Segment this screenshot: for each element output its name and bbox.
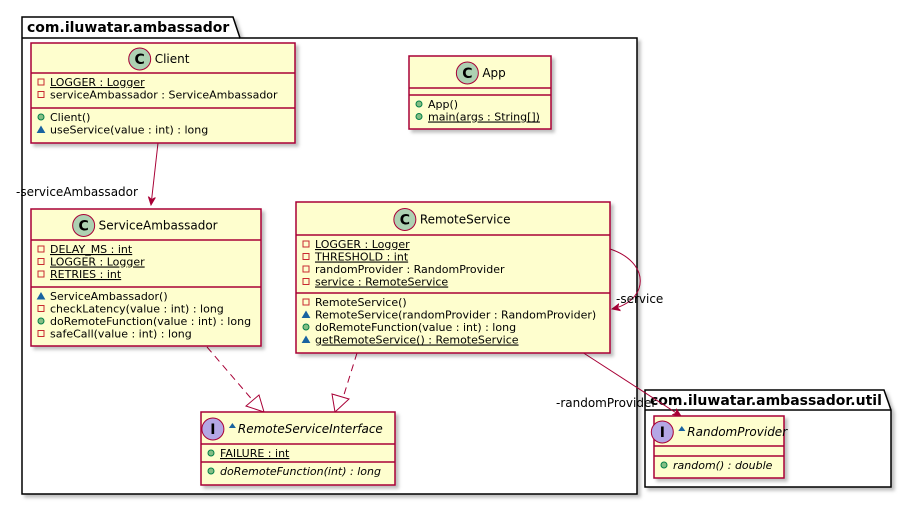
class-box — [295, 201, 611, 354]
public-visibility-icon — [302, 323, 310, 331]
method: doRemoteFunction(value : int) : long — [50, 315, 251, 328]
badge-letter: I — [660, 425, 665, 441]
field: service : RemoteService — [315, 276, 448, 289]
interface-badge-icon — [201, 417, 225, 441]
realization-arrowhead-2 — [331, 393, 350, 413]
class-box — [408, 55, 552, 130]
class-name: App — [482, 66, 505, 80]
private-visibility-icon — [37, 258, 45, 265]
edge-remoteservice-self — [609, 248, 641, 309]
package-visibility-icon — [301, 310, 311, 318]
private-visibility-icon — [37, 330, 45, 337]
class-badge-icon — [393, 208, 417, 231]
badge-letter: C — [462, 66, 472, 82]
badge-letter: C — [400, 213, 410, 229]
public-visibility-icon — [415, 113, 423, 120]
package-util-title: com.iluwatar.ambassador.util — [650, 393, 882, 409]
edges: -serviceAmbassador -service -randomProvi… — [16, 142, 681, 416]
class-name: RemoteServiceInterface — [238, 422, 383, 436]
field: randomProvider : RandomProvider — [315, 263, 505, 276]
method: useService(value : int) : long — [50, 124, 208, 137]
badge-letter: C — [135, 52, 145, 68]
method: RemoteService(randomProvider : RandomPro… — [315, 309, 596, 322]
edge-remoteservice-realizes — [341, 352, 358, 402]
field: LOGGER : Logger — [50, 76, 145, 89]
field: THRESHOLD : int — [314, 251, 409, 264]
edge-label-random-provider: -randomProvider — [556, 396, 656, 410]
method: ServiceAmbassador() — [50, 290, 168, 303]
method: RemoteService() — [315, 296, 407, 309]
public-visibility-icon — [660, 461, 668, 469]
class-random-provider: I RandomProvider random() : double — [650, 415, 788, 479]
field: LOGGER : Logger — [50, 256, 145, 269]
method: doRemoteFunction(value : int) : long — [315, 321, 516, 334]
edge-label-service-ambassador: -serviceAmbassador — [16, 185, 138, 199]
class-name: RandomProvider — [687, 425, 788, 439]
class-box — [200, 411, 396, 486]
public-visibility-icon — [37, 113, 45, 121]
public-visibility-icon — [37, 317, 45, 325]
edge-serviceambassador-realizes — [206, 346, 256, 404]
package-visibility-icon — [228, 423, 236, 428]
package-visibility-icon — [678, 426, 686, 431]
private-visibility-icon — [302, 298, 310, 306]
method: main(args : String[]) — [428, 111, 540, 124]
class-name: RemoteService — [420, 213, 511, 227]
field: serviceAmbassador : ServiceAmbassador — [50, 89, 278, 102]
method: random() : double — [673, 459, 773, 472]
method: getRemoteService() : RemoteService — [315, 334, 519, 347]
class-box — [30, 42, 296, 144]
private-visibility-icon — [37, 91, 45, 98]
private-visibility-icon — [302, 240, 310, 248]
interface-badge-icon — [650, 420, 674, 444]
class-badge-icon — [72, 214, 96, 237]
class-badge-icon — [455, 61, 479, 85]
public-visibility-icon — [207, 449, 215, 457]
field: RETRIES : int — [50, 268, 122, 281]
class-box — [30, 208, 262, 347]
private-visibility-icon — [37, 78, 45, 86]
edge-remoteservice-randomprovider — [581, 351, 681, 416]
class-name: Client — [155, 52, 190, 66]
method: Client() — [50, 111, 90, 124]
package-visibility-icon — [36, 125, 46, 133]
private-visibility-icon — [37, 270, 45, 278]
method: doRemoteFunction(int) : long — [220, 465, 381, 478]
private-visibility-icon — [302, 253, 310, 260]
public-visibility-icon — [207, 467, 215, 475]
package-visibility-icon — [36, 292, 46, 300]
class-name: ServiceAmbassador — [99, 219, 218, 233]
class-badge-icon — [128, 47, 152, 71]
public-visibility-icon — [415, 100, 423, 108]
edge-client-serviceambassador — [151, 142, 159, 205]
method: safeCall(value : int) : long — [50, 328, 192, 341]
badge-letter: I — [210, 422, 215, 438]
field: LOGGER : Logger — [315, 238, 410, 251]
private-visibility-icon — [302, 278, 310, 285]
realization-arrowhead-1 — [244, 394, 265, 413]
field: FAILURE : int — [220, 447, 290, 460]
package-visibility-icon — [301, 335, 311, 343]
field: DELAY_MS : int — [50, 243, 133, 256]
method: checkLatency(value : int) : long — [50, 303, 224, 316]
method: App() — [428, 98, 458, 111]
edge-label-service: -service — [616, 292, 663, 306]
class-box — [653, 415, 785, 479]
badge-letter: C — [79, 219, 89, 235]
private-visibility-icon — [37, 305, 45, 312]
private-visibility-icon — [37, 245, 45, 253]
private-visibility-icon — [302, 265, 310, 273]
package-main-title: com.iluwatar.ambassador — [27, 20, 229, 36]
